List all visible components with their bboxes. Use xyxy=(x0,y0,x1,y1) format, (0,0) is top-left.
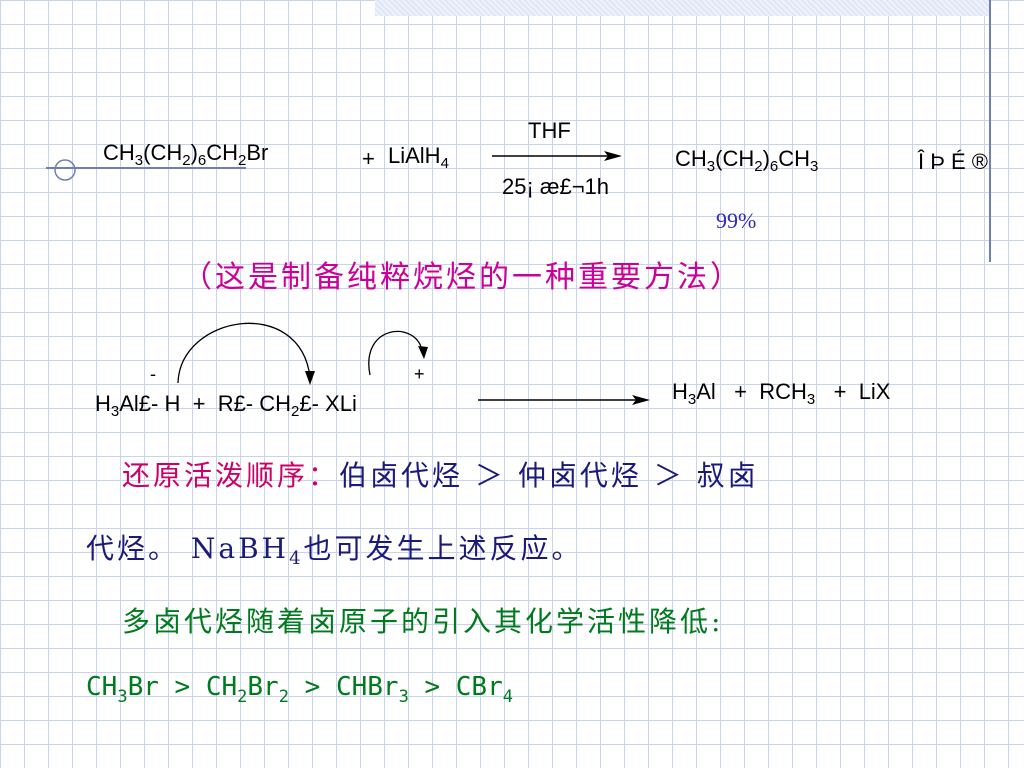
order-label: 还原活泼顺序： xyxy=(122,459,340,492)
reduction-order-line: 还原活泼顺序：伯卤代烃 ＞ 仲卤代烃 ＞ 叔卤 xyxy=(122,454,759,494)
method-note: （这是制备纯粹烷烃的一种重要方法） xyxy=(182,260,743,295)
reactant-formula: CH3(CH2)6CH2Br xyxy=(103,140,269,169)
garbled-label: Î Þ É ® xyxy=(918,149,989,174)
reaction-arrow xyxy=(492,151,622,161)
electron-curved-arrows xyxy=(177,322,428,385)
corner-circle-icon xyxy=(54,159,76,181)
order-body: 伯卤代烃 ＞ 仲卤代烃 ＞ 叔卤 xyxy=(339,459,759,492)
nabh4-line: 代烃。 NaBH4也可发生上述反应。 xyxy=(86,532,583,569)
product-formula: CH3(CH2)6CH3 xyxy=(675,146,819,175)
mechanism-left: H3Al£- H + R£- CH2£- XLi xyxy=(95,391,357,420)
left-horizontal-rule xyxy=(46,167,246,169)
mechanism-right: H3Al + RCH3 + LiX xyxy=(672,379,891,408)
arrow-above-label: THF xyxy=(528,118,571,143)
right-vertical-rule xyxy=(989,0,991,262)
minus-charge: - xyxy=(150,364,156,384)
mechanism-arrow xyxy=(478,395,650,405)
polyhalide-line: 多卤代烃随着卤原子的引入其化学活性降低: xyxy=(122,605,724,638)
top-band xyxy=(375,0,990,16)
arrow-below-label: 25¡ æ£¬1h xyxy=(502,174,610,199)
plus-charge: + xyxy=(414,364,425,384)
plus-sign: + xyxy=(362,146,375,171)
reagent-formula: LiAlH4 xyxy=(388,143,449,172)
yield-label: 99% xyxy=(716,208,757,233)
reactivity-series: CH3Br > CH2Br2 > CHBr3 > CBr4 xyxy=(86,672,513,707)
